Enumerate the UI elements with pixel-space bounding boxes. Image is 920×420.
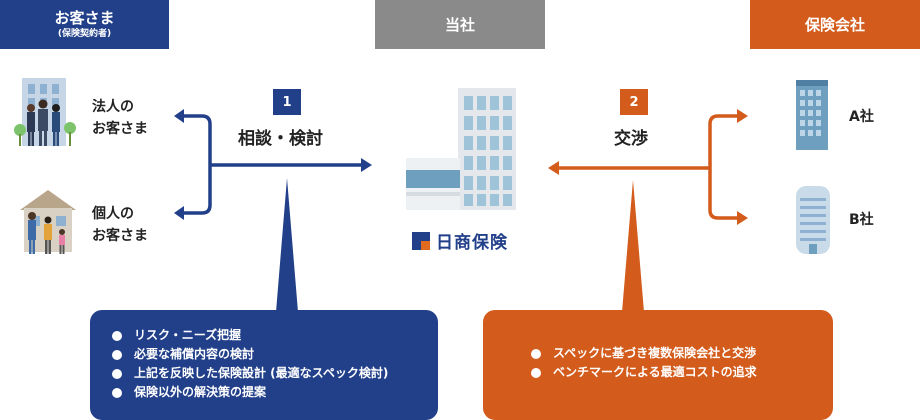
individual-customer-line1: 個人の <box>92 206 134 222</box>
list-item: 必要な補償内容の検討 <box>112 345 438 364</box>
arrowhead-to-corporate <box>174 109 184 123</box>
list-item-text: ベンチマークによる最適コストの追求 <box>553 365 757 379</box>
corporate-customer-label: 法人の お客さま <box>92 96 148 140</box>
arrowhead-to-company <box>361 158 372 172</box>
arrowhead-to-individual <box>174 206 184 220</box>
bullet-icon <box>112 349 122 360</box>
company-logo-text: 日商保険 <box>436 233 508 253</box>
company-header-title: 当社 <box>444 15 475 34</box>
insurers-header: 保険会社 <box>750 0 920 49</box>
consultation-arrows <box>183 114 362 215</box>
insurer-a-building-illustration <box>796 80 828 150</box>
list-item: 上記を反映した保険設計 (最適なスペック検討) <box>112 364 438 383</box>
step-2-badge: 2 <box>620 89 648 115</box>
list-item-text: 必要な補償内容の検討 <box>134 347 255 361</box>
negotiation-arrows <box>558 114 738 220</box>
arrowhead-from-insurers <box>548 161 559 175</box>
arrowhead-to-insurer-a <box>737 109 748 123</box>
company-header: 当社 <box>375 0 545 49</box>
insurer-a-label: A社 <box>849 109 874 125</box>
customer-header: お客さま (保険契約者) <box>0 0 169 49</box>
list-item: 保険以外の解決策の提案 <box>112 383 438 402</box>
insurer-b-label: B社 <box>849 212 874 228</box>
company-building-illustration <box>406 88 516 210</box>
corporate-customer-illustration <box>14 78 76 146</box>
list-item: リスク・ニーズ把握 <box>112 326 438 345</box>
company-logo: 日商保険 <box>412 228 508 253</box>
bullet-icon <box>112 330 122 341</box>
customer-header-title: お客さま <box>54 9 115 27</box>
step-2-label: 交渉 <box>614 129 648 149</box>
bullet-icon <box>531 348 541 359</box>
individual-customer-line2: お客さま <box>92 228 148 244</box>
list-item-text: 上記を反映した保険設計 (最適なスペック検討) <box>134 366 389 380</box>
bullet-icon <box>112 387 122 398</box>
corporate-customer-line1: 法人の <box>92 99 134 115</box>
individual-customer-label: 個人の お客さま <box>92 203 148 247</box>
negotiation-details-box: スペックに基づき複数保険会社と交渉 ベンチマークによる最適コストの追求 <box>483 310 833 420</box>
consultation-details-box: リスク・ニーズ把握 必要な補償内容の検討 上記を反映した保険設計 (最適なスペッ… <box>90 310 438 420</box>
list-item: ベンチマークによる最適コストの追求 <box>531 363 833 382</box>
customer-header-subtitle: (保険契約者) <box>57 29 112 39</box>
bullet-icon <box>531 367 541 378</box>
left-callout-pointer <box>276 178 298 312</box>
insurers-header-title: 保険会社 <box>804 15 865 34</box>
right-callout-pointer <box>622 180 644 312</box>
list-item-text: 保険以外の解決策の提案 <box>134 385 267 399</box>
insurer-b-building-illustration <box>796 186 830 254</box>
list-item-text: スペックに基づき複数保険会社と交渉 <box>553 346 757 360</box>
consultation-details-list: リスク・ニーズ把握 必要な補償内容の検討 上記を反映した保険設計 (最適なスペッ… <box>112 326 438 402</box>
step-1-label: 相談・検討 <box>238 129 323 149</box>
step-1-badge: 1 <box>273 89 301 115</box>
individual-customer-illustration <box>20 190 76 254</box>
company-logo-mark-icon <box>412 231 430 250</box>
negotiation-details-list: スペックに基づき複数保険会社と交渉 ベンチマークによる最適コストの追求 <box>531 344 833 382</box>
bullet-icon <box>112 368 122 379</box>
corporate-customer-line2: お客さま <box>92 121 148 137</box>
list-item-text: リスク・ニーズ把握 <box>134 328 242 342</box>
arrowhead-to-insurer-b <box>737 211 748 225</box>
list-item: スペックに基づき複数保険会社と交渉 <box>531 344 833 363</box>
